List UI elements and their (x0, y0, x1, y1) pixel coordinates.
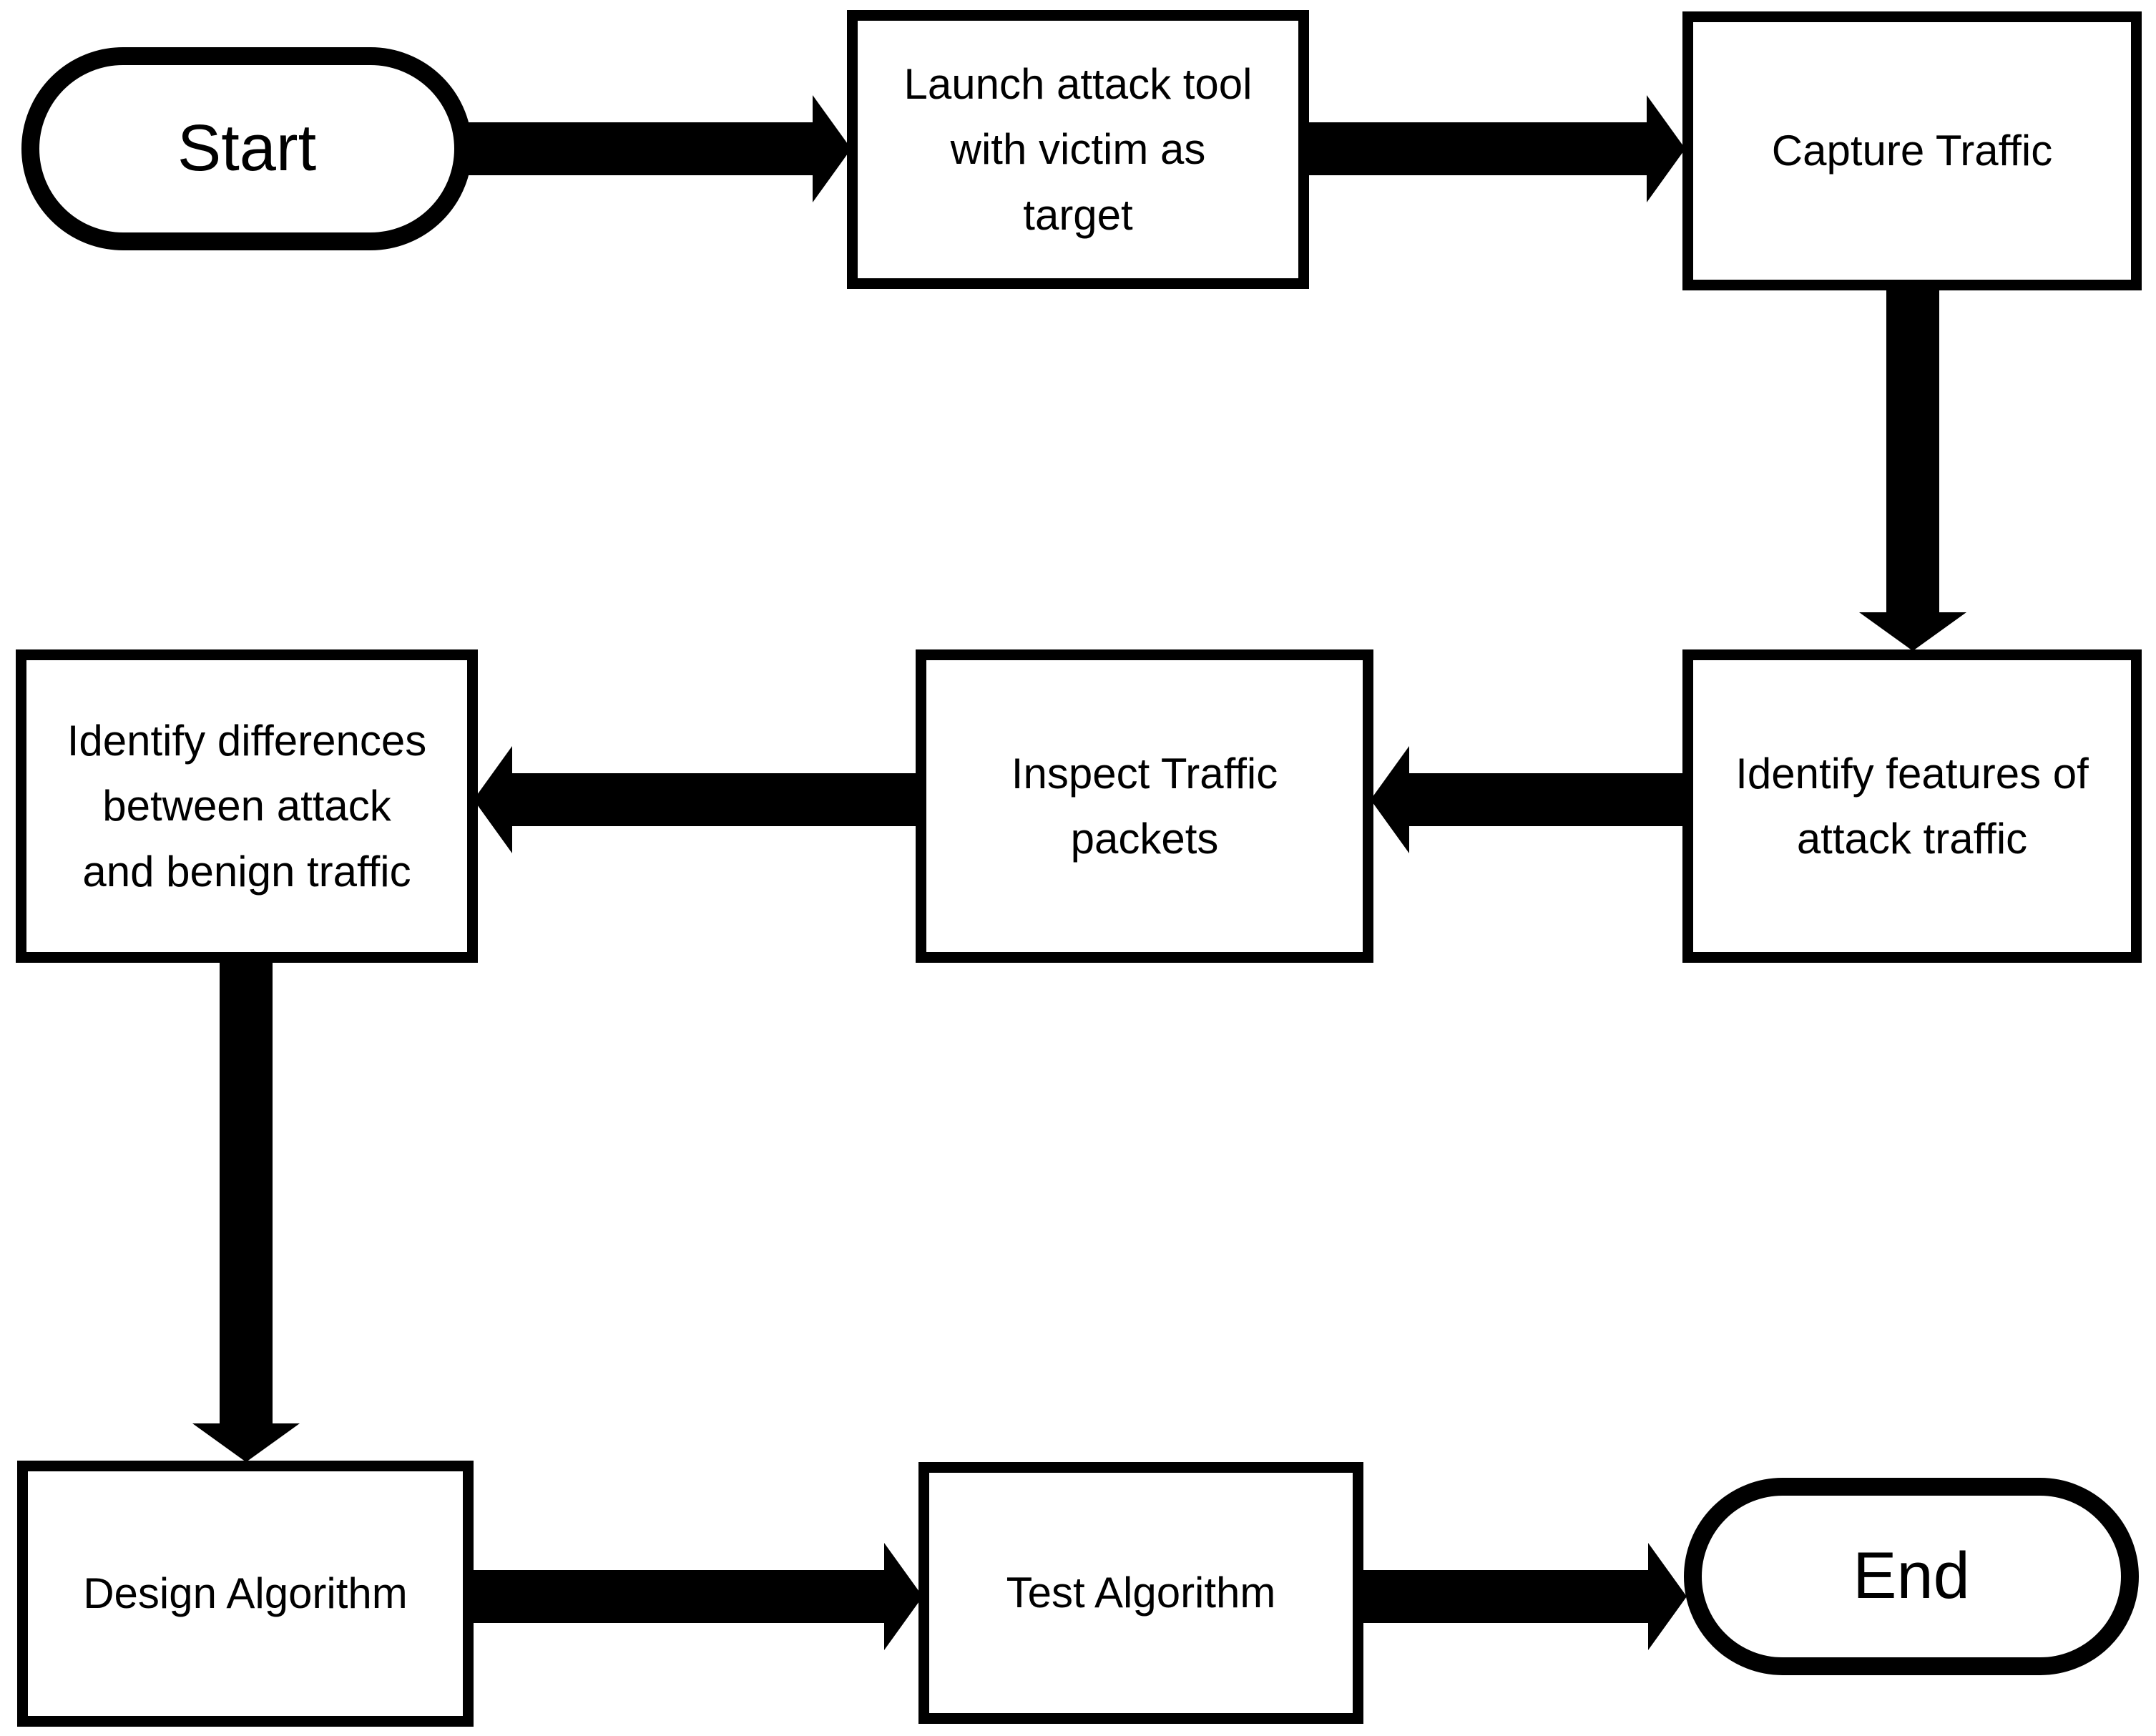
arrow-start-to-launch-attack-tool (465, 95, 851, 202)
node-test-algorithm: Test Algorithm (918, 1462, 1363, 1724)
node-design-algorithm: Design Algorithm (17, 1461, 474, 1727)
node-identify-differences-label-line3: and benign traffic (82, 847, 411, 896)
node-end: End (1684, 1478, 2139, 1675)
node-start-label: Start (177, 112, 317, 185)
node-capture-traffic-label: Capture Traffic (1771, 127, 2053, 175)
node-design-algorithm-label: Design Algorithm (83, 1569, 408, 1618)
node-capture-traffic: Capture Traffic (1682, 11, 2142, 290)
arrow-design-algorithm-to-test-algorithm (469, 1543, 923, 1650)
node-identify-differences-label-line2: between attack (102, 782, 391, 830)
node-launch-attack-tool-label-line3: target (1023, 190, 1133, 239)
node-identify-features-label-line1: Identify features of (1735, 749, 2089, 798)
arrow-test-algorithm-to-end (1359, 1543, 1687, 1650)
node-inspect-traffic-packets-label-line2: packets (1070, 815, 1219, 863)
arrow-identify-features-to-inspect-traffic-packets (1371, 746, 1687, 853)
node-launch-attack-tool: Launch attack tool with victim as target (847, 10, 1309, 289)
node-start: Start (21, 47, 472, 250)
arrow-inspect-traffic-packets-to-identify-differences (474, 746, 918, 853)
arrow-capture-traffic-to-identify-features (1859, 286, 1966, 651)
node-test-algorithm-label: Test Algorithm (1006, 1569, 1276, 1617)
node-identify-features: Identify features of attack traffic (1682, 649, 2142, 963)
arrow-identify-differences-to-design-algorithm (192, 960, 300, 1462)
node-end-label: End (1853, 1539, 1970, 1613)
node-identify-features-label-line2: attack traffic (1796, 815, 2028, 863)
node-launch-attack-tool-label-line1: Launch attack tool (903, 60, 1253, 109)
node-inspect-traffic-packets-label-line1: Inspect Traffic (1011, 749, 1278, 798)
node-inspect-traffic-packets: Inspect Traffic packets (916, 649, 1373, 963)
node-identify-differences: Identify differences between attack and … (16, 649, 478, 963)
arrow-launch-attack-tool-to-capture-traffic (1305, 95, 1685, 202)
node-launch-attack-tool-label-line2: with victim as (950, 125, 1206, 174)
node-identify-differences-label-line1: Identify differences (67, 717, 427, 765)
